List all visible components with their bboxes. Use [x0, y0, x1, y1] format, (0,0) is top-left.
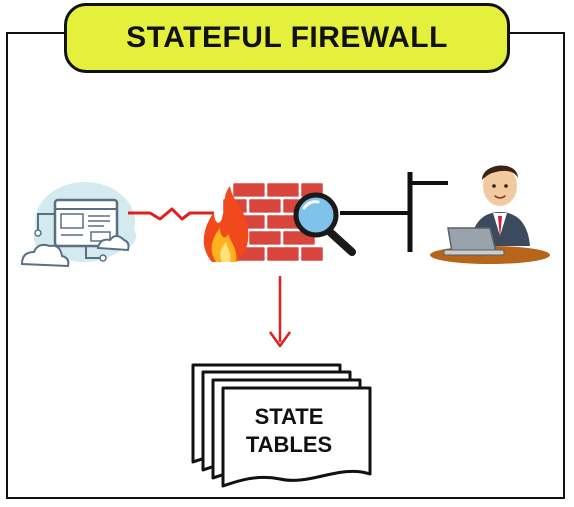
state-tables-documents-icon — [191, 363, 372, 488]
user-link — [340, 172, 448, 252]
tables-arrow — [268, 276, 292, 348]
state-tables-label-line1: STATE — [255, 404, 324, 429]
user-laptop-icon — [430, 165, 550, 264]
source-link — [128, 207, 214, 221]
state-tables-label-line2: TABLES — [246, 432, 332, 457]
firewall-inspection-icon — [203, 180, 356, 264]
diagram-title: STATEFUL FIREWALL — [64, 3, 510, 73]
cloud-web-server-icon — [20, 182, 136, 268]
